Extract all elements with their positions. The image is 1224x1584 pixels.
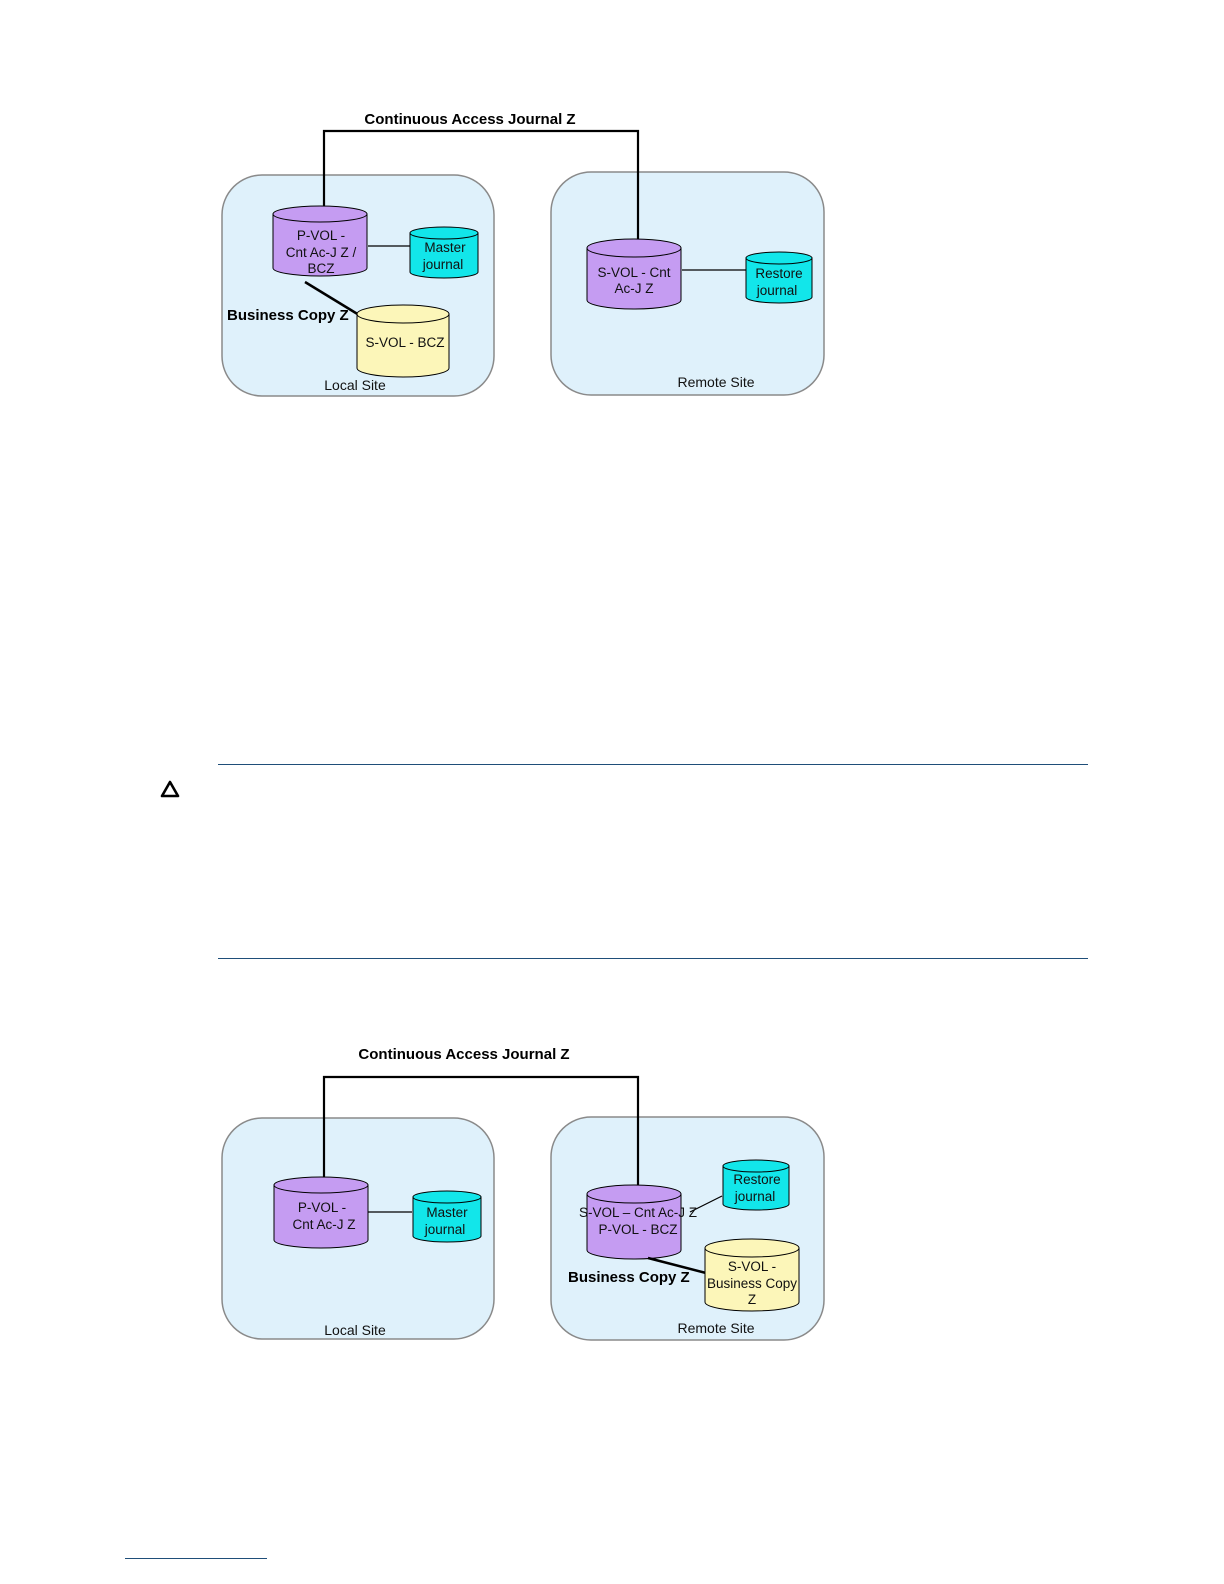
master-journal-label-line2: journal — [422, 257, 464, 272]
svol-restore-link — [689, 1195, 723, 1213]
caution-bottom-rule — [218, 958, 1088, 959]
remote-svol-label-line2: P-VOL - BCZ — [598, 1222, 677, 1237]
connection-label: Continuous Access Journal Z — [364, 111, 575, 128]
business-copy-link — [304, 280, 365, 320]
restore-journal-2-label-line2: journal — [734, 1189, 776, 1204]
master-journal-cylinder: Master journal — [409, 226, 479, 279]
local-site-label-2: Local Site — [324, 1322, 386, 1338]
footnote-rule — [125, 1558, 267, 1559]
pvol-cylinder: P-VOL - Cnt Ac-J Z / BCZ — [272, 205, 368, 277]
caution-top-rule — [218, 764, 1088, 765]
caution-triangle-icon — [159, 779, 183, 801]
remote-svol-pvol-cylinder — [586, 1184, 682, 1260]
pvol-2-label-line2: Cnt Ac-J Z — [292, 1217, 355, 1232]
bc-svol-cylinder: S-VOL - Business Copy Z — [704, 1238, 800, 1312]
restore-journal-2-label-line1: Restore — [733, 1172, 780, 1187]
svol-bcz-label: S-VOL - BCZ — [365, 335, 444, 350]
figure-1-diagram: Continuous Access Journal Z P-VOL - Cnt … — [0, 95, 1224, 415]
figure-2-diagram: Continuous Access Journal Z P-VOL - Cnt … — [0, 1035, 1224, 1355]
svol-bcz-cylinder: S-VOL - BCZ — [356, 304, 450, 378]
remote-site-label: Remote Site — [677, 374, 754, 390]
pvol-label-line1: P-VOL - — [297, 228, 345, 243]
master-journal-label-line1: Master — [424, 240, 466, 255]
connection-label-2: Continuous Access Journal Z — [358, 1046, 569, 1063]
remote-svol-cylinder: S-VOL - Cnt Ac-J Z — [586, 238, 682, 310]
bc-svol-label-line1: S-VOL - — [728, 1259, 776, 1274]
master-journal-2-label-line2: journal — [424, 1222, 466, 1237]
pvol-2-label-line1: P-VOL - — [298, 1200, 346, 1215]
pvol-label-line2: Cnt Ac-J Z / — [286, 245, 357, 260]
remote-svol-label-line2: Ac-J Z — [615, 281, 654, 296]
master-journal-2-label-line1: Master — [426, 1205, 468, 1220]
remote-svol-label-line1: S-VOL - Cnt — [597, 265, 670, 280]
business-copy-label-2: Business Copy Z — [568, 1269, 690, 1286]
remote-site-label-2: Remote Site — [677, 1320, 754, 1336]
restore-journal-cylinder-2: Restore journal — [722, 1159, 790, 1211]
restore-journal-label-line2: journal — [756, 283, 798, 298]
pvol-cylinder-2: P-VOL - Cnt Ac-J Z — [273, 1176, 369, 1249]
continuous-access-link-2 — [322, 1075, 640, 1189]
restore-journal-cylinder: Restore journal — [745, 251, 813, 304]
remote-svol-label-line1: S-VOL – Cnt Ac-J Z — [579, 1205, 697, 1220]
master-journal-cylinder-2: Master journal — [412, 1190, 482, 1243]
local-site-label: Local Site — [324, 377, 386, 393]
continuous-access-link — [322, 129, 640, 242]
pvol-label-line3: BCZ — [308, 261, 335, 276]
restore-journal-label-line1: Restore — [755, 266, 802, 281]
bc-svol-label-line2: Business Copy — [707, 1276, 797, 1291]
bc-svol-label-line3: Z — [748, 1292, 756, 1307]
remote-site-box — [550, 171, 825, 396]
business-copy-label: Business Copy Z — [227, 307, 349, 324]
business-copy-link-2 — [647, 1256, 707, 1275]
